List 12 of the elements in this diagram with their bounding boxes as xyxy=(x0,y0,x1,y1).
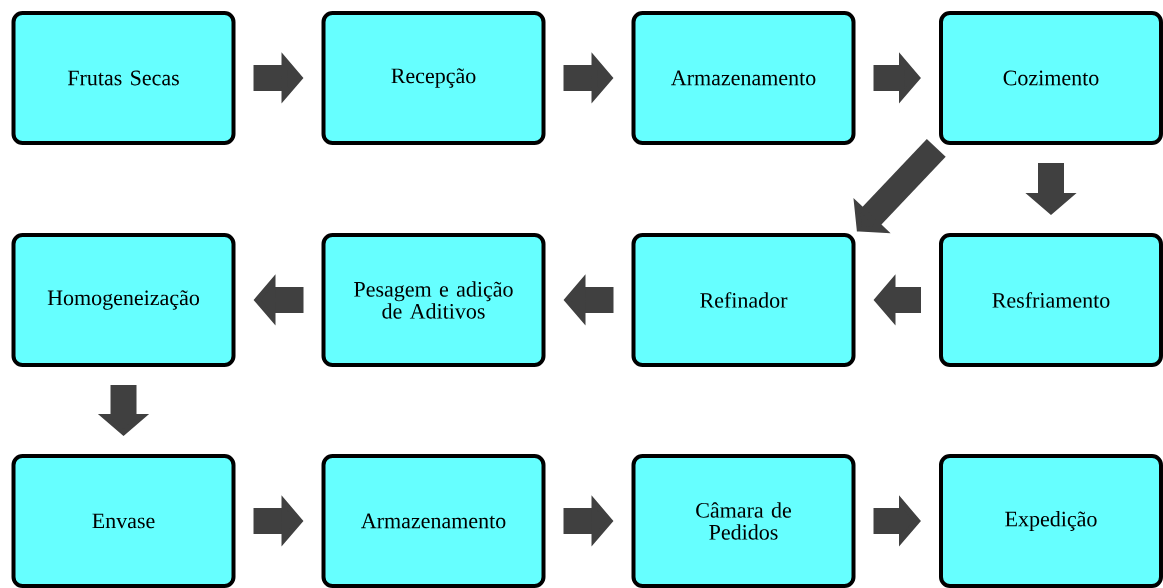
process-box: Resfriamento xyxy=(939,233,1163,367)
process-box: Recepção xyxy=(321,11,546,145)
process-box: Câmara de Pedidos xyxy=(631,454,856,588)
process-box: Armazenamento xyxy=(631,11,856,145)
process-box: Refinador xyxy=(631,233,856,367)
process-box: Cozimento xyxy=(939,11,1163,145)
process-box: Expedição xyxy=(939,454,1163,588)
process-box: Homogeneização xyxy=(11,233,236,367)
process-box: Frutas Secas xyxy=(11,11,236,145)
process-box: Envase xyxy=(11,454,236,588)
process-box: Armazenamento xyxy=(321,454,546,588)
process-box: Pesagem e adição de Aditivos xyxy=(321,233,546,367)
